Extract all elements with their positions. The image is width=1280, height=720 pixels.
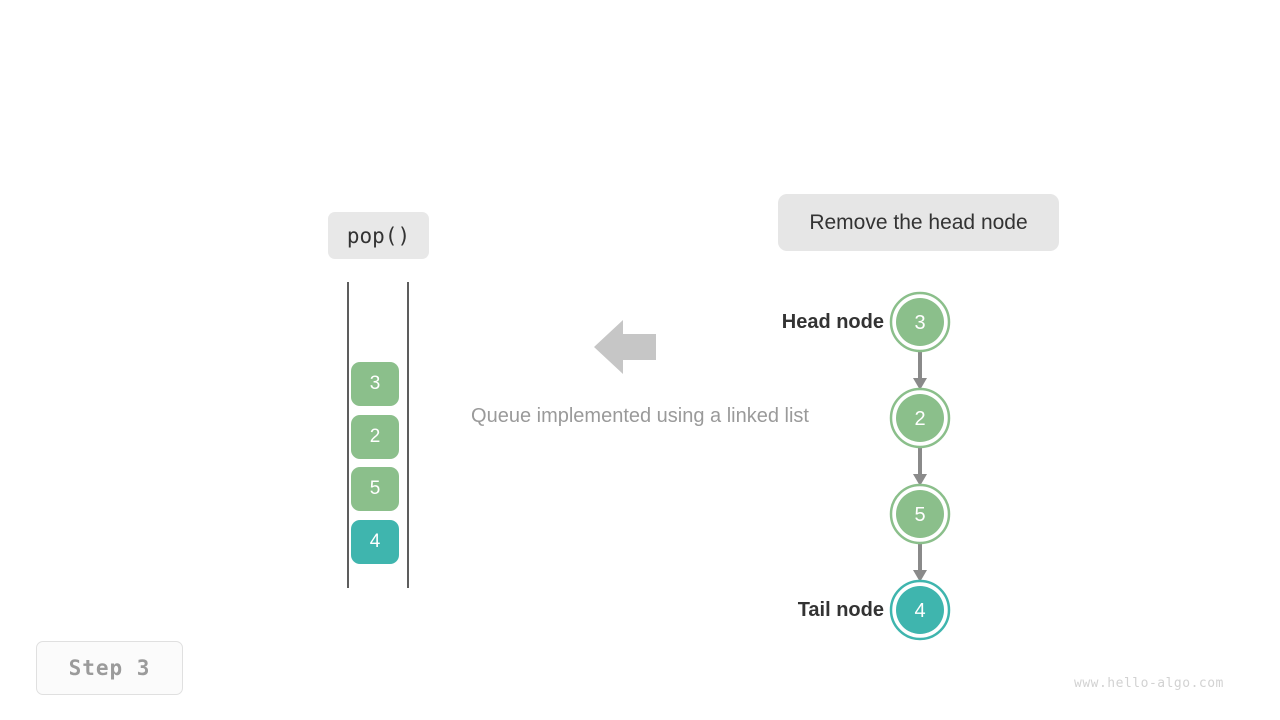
queue-rail-right — [407, 282, 409, 588]
operation-pill: pop() — [328, 212, 429, 259]
list-node-value: 2 — [914, 408, 925, 430]
head-node-label: Head node — [781, 311, 884, 333]
description-label: Remove the head node — [809, 210, 1028, 234]
list-node-value: 4 — [914, 600, 925, 622]
linked-list-svg: 3 2 5 4 — [889, 291, 951, 641]
step-badge: Step 3 — [36, 641, 183, 695]
queue-cell: 3 — [351, 362, 399, 406]
list-node-tail: 4 — [889, 579, 951, 641]
queue-rail-left — [347, 282, 349, 588]
transition-arrow-left-icon — [594, 320, 656, 374]
queue-container: 3 2 5 4 — [340, 282, 416, 588]
list-node-middle: 2 — [889, 387, 951, 449]
description-pill: Remove the head node — [778, 194, 1059, 251]
queue-cell: 4 — [351, 520, 399, 564]
queue-cell: 2 — [351, 415, 399, 459]
list-connector-arrow — [913, 351, 927, 390]
watermark: www.hello-algo.com — [1074, 676, 1224, 691]
operation-label: pop() — [346, 223, 411, 248]
linked-list-diagram: Head node Tail node 3 2 5 4 — [740, 280, 1000, 650]
list-node-value: 3 — [914, 312, 925, 334]
step-label: Step 3 — [68, 656, 151, 680]
tail-node-label: Tail node — [797, 599, 884, 621]
list-node-middle: 5 — [889, 483, 951, 545]
list-connector-arrow — [913, 543, 927, 582]
list-connector-arrow — [913, 447, 927, 486]
list-node-head: 3 — [889, 291, 951, 353]
queue-cell: 5 — [351, 467, 399, 511]
diagram-caption: Queue implemented using a linked list — [471, 405, 809, 427]
list-node-value: 5 — [914, 504, 925, 526]
